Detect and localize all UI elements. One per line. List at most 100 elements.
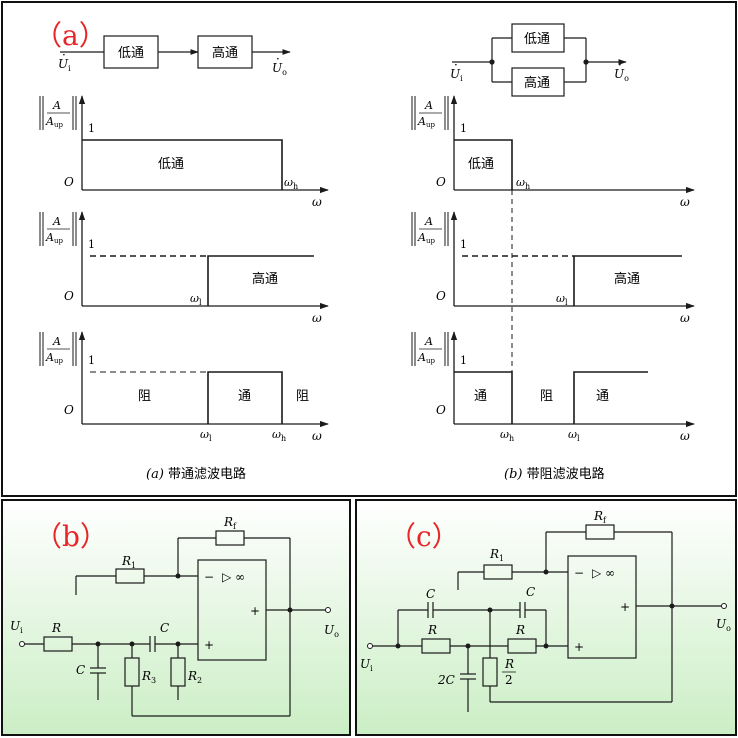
plot-l3-omega-h: ωh bbox=[272, 428, 286, 443]
plot-r3-ylabel: A Aup bbox=[411, 332, 449, 366]
plot-l3-ylabel: A Aup bbox=[39, 332, 77, 366]
plot-r2-ylabel: A Aup bbox=[411, 212, 449, 246]
circuit-b-rf-label: Rf bbox=[223, 515, 237, 531]
plot-l2-one: 1 bbox=[88, 238, 95, 251]
circuit-c-input-label: Ui bbox=[360, 657, 373, 673]
circuit-c-plus-label: + bbox=[574, 640, 584, 654]
plot-l3-passband-curve bbox=[207, 371, 283, 424]
circuit-c-c-left-label: C bbox=[426, 587, 435, 601]
plot-r2-omega-l: ωl bbox=[556, 292, 568, 307]
chain-output-dot: · bbox=[276, 52, 280, 66]
plot-r3-omega-l: ωl bbox=[568, 428, 580, 443]
circuit-b-node-r3 bbox=[129, 641, 135, 647]
panel-a: （a） 低通 高通 Ui · Uo · 低通 bbox=[1, 1, 737, 497]
plot-l1-region-lowpass: 低通 bbox=[158, 157, 184, 172]
plot-r1-lowpass-curve bbox=[454, 139, 513, 190]
plot-r3-region-pass1: 通 bbox=[474, 389, 487, 404]
circuit-c-output-terminal bbox=[721, 603, 727, 609]
circuit-b-opamp-symbol: ▷ ∞ bbox=[222, 570, 245, 584]
circuit-b-input-terminal bbox=[19, 641, 25, 647]
plot-l1-x-label: ω bbox=[312, 195, 322, 209]
plot-r2-origin: O bbox=[436, 289, 446, 303]
circuit-c-opamp-symbol: ▷ ∞ bbox=[592, 566, 615, 580]
parallel-output-label: Uo bbox=[614, 67, 629, 83]
svg-text:Aup: Aup bbox=[417, 231, 435, 245]
parallel-output-dot: · bbox=[618, 58, 622, 72]
plot-r1-one: 1 bbox=[460, 122, 467, 135]
panel-b-tag: （b） bbox=[34, 520, 108, 553]
plot-l2-highpass-curve bbox=[207, 255, 314, 306]
panel-c-tag: （c） bbox=[388, 520, 460, 553]
plot-r2-region-highpass: 高通 bbox=[614, 271, 640, 287]
plot-r3-pass2-curve bbox=[573, 371, 648, 424]
parallel-input-node bbox=[489, 59, 495, 65]
chain-input-label: Ui bbox=[58, 57, 71, 73]
circuit-c-r1-label: R1 bbox=[489, 547, 504, 563]
plot-r3-region-pass2: 通 bbox=[596, 389, 609, 404]
plot-r3-region-stop: 阻 bbox=[540, 389, 553, 404]
chain-block2-label: 高通 bbox=[212, 45, 238, 61]
plot-r2-x-label: ω bbox=[680, 311, 690, 325]
circuit-b-node-out bbox=[287, 607, 293, 613]
svg-text:A: A bbox=[424, 335, 433, 348]
svg-text:A: A bbox=[52, 99, 61, 112]
circuit-b-wires bbox=[22, 530, 326, 717]
circuit-c-node-plus bbox=[543, 643, 549, 649]
plot-r1-omega-h: ωh bbox=[516, 176, 530, 191]
svg-text:Aup: Aup bbox=[417, 351, 435, 365]
chain-output-label: Uo bbox=[272, 61, 287, 77]
circuit-b-minus-label: − bbox=[204, 570, 214, 584]
plot-l3-region-stop1: 阻 bbox=[138, 389, 151, 404]
plot-l3-origin: O bbox=[64, 403, 74, 417]
plot-l3-omega-l: ωl bbox=[200, 428, 212, 443]
svg-text:A: A bbox=[52, 335, 61, 348]
plot-r3-omega-h: ωh bbox=[500, 428, 514, 443]
circuit-b-output-label: Uo bbox=[324, 623, 339, 639]
plot-l3-x-label: ω bbox=[312, 429, 322, 443]
circuit-b-input-label: Ui bbox=[10, 619, 23, 635]
circuit-c-input-terminal bbox=[367, 643, 373, 649]
plot-r2-one: 1 bbox=[460, 238, 467, 251]
plot-l1-origin: O bbox=[64, 175, 74, 189]
plot-l2-ylabel: A Aup bbox=[39, 212, 77, 246]
plot-l1-ylabel: A Aup bbox=[39, 96, 77, 130]
circuit-c-node-minus bbox=[543, 569, 549, 575]
circuit-c-r-half-num: R bbox=[504, 657, 514, 671]
circuit-c-r-right-label: R bbox=[515, 623, 525, 637]
plot-r3-x-label: ω bbox=[680, 429, 690, 443]
circuit-b-c-shunt-label: C bbox=[76, 663, 85, 677]
plot-l3-region-pass: 通 bbox=[238, 389, 251, 404]
parallel-output-node bbox=[583, 59, 589, 65]
svg-text:A: A bbox=[424, 215, 433, 228]
plot-r3-one: 1 bbox=[460, 354, 467, 367]
svg-text:A: A bbox=[424, 99, 433, 112]
svg-text:Aup: Aup bbox=[45, 115, 63, 129]
circuit-c-c-right-label: C bbox=[526, 585, 535, 599]
circuit-c-node-in bbox=[395, 643, 401, 649]
circuit-b-node-r2 bbox=[175, 641, 181, 647]
circuit-b-r-label: R bbox=[51, 621, 61, 635]
panel-a-frame bbox=[1, 1, 737, 497]
circuit-c-rf-label: Rf bbox=[593, 509, 607, 525]
circuit-c-r-half-den: 2 bbox=[505, 673, 513, 687]
circuit-b-r2-label: R2 bbox=[187, 669, 202, 685]
circuit-c-opamp bbox=[567, 555, 637, 659]
plot-l2-origin: O bbox=[64, 289, 74, 303]
panel-b-frame bbox=[1, 499, 351, 736]
plot-r1-region-lowpass: 低通 bbox=[468, 157, 494, 172]
plot-l3-region-stop2: 阻 bbox=[296, 389, 309, 404]
circuit-c-r-left-label: R bbox=[427, 623, 437, 637]
parallel-block2-label: 高通 bbox=[524, 75, 550, 91]
circuit-b-plus-label: + bbox=[204, 638, 214, 652]
circuit-b-c-series-label: C bbox=[160, 621, 169, 635]
plot-r1-x-label: ω bbox=[680, 195, 690, 209]
plot-l1-omega-h: ωh bbox=[284, 176, 298, 191]
parallel-input-dot: · bbox=[454, 58, 458, 72]
svg-text:Aup: Aup bbox=[45, 351, 63, 365]
svg-text:A: A bbox=[52, 215, 61, 228]
plot-r1-ylabel: A Aup bbox=[411, 96, 449, 130]
panel-b: （b） bbox=[1, 499, 351, 736]
panel-c: （c） bbox=[355, 499, 737, 736]
plot-l2-omega-l: ωl bbox=[190, 292, 202, 307]
